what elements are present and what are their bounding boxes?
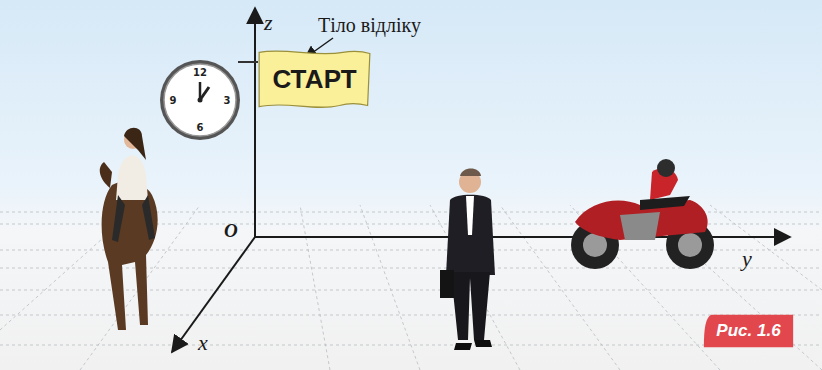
axis-name: z xyxy=(264,10,273,36)
callout-label: Тіло відліку xyxy=(318,14,421,37)
figure-badge: Рис. 1.6 xyxy=(702,314,795,348)
figure-number: Рис. 1.6 xyxy=(716,321,780,341)
axis-name: y xyxy=(742,246,752,272)
horse-rider xyxy=(100,128,158,330)
start-flag: СТАРТ xyxy=(258,50,371,109)
clock-digit: 6 xyxy=(197,122,204,133)
motorcycle xyxy=(571,159,714,269)
clock-digit: 12 xyxy=(193,67,207,78)
clock-digit: 3 xyxy=(224,95,231,106)
coordinate-axes xyxy=(172,8,790,352)
businessman xyxy=(440,169,495,351)
axis-name: x xyxy=(198,330,208,356)
flag-text: СТАРТ xyxy=(272,64,356,95)
origin-label: O xyxy=(224,220,238,242)
clock-digit: 9 xyxy=(170,95,177,106)
clock xyxy=(160,60,258,140)
